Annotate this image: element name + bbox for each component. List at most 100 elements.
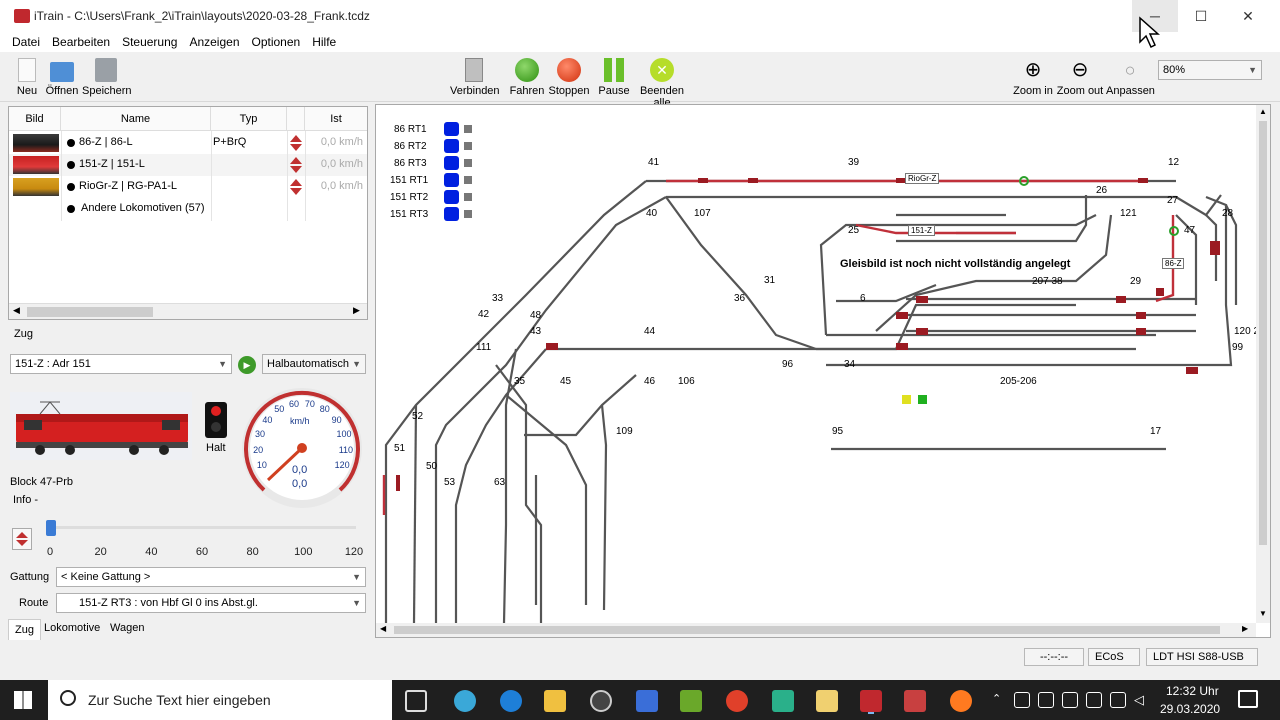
chevron-down-icon: ▼ — [352, 572, 361, 582]
gattung-label: Gattung — [10, 571, 50, 583]
save-button[interactable]: Speichern — [82, 58, 132, 97]
play-mode-button[interactable]: ▶ — [238, 356, 256, 374]
loco-tag: 151-Z — [908, 225, 935, 236]
app-icon[interactable] — [772, 690, 794, 712]
scroll-thumb[interactable] — [27, 307, 153, 317]
table-row[interactable]: 86-Z | 86-L P+BrQ 0,0 km/h — [9, 132, 367, 154]
track-diagram[interactable] — [376, 105, 1256, 624]
table-row[interactable]: 151-Z | 151-L 0,0 km/h — [9, 154, 367, 176]
loco-name: Andere Lokomotiven (57) — [81, 202, 205, 214]
slider-tick-label: 20 — [94, 546, 107, 558]
loco-thumbnail — [13, 134, 59, 152]
drive-button[interactable]: Fahren — [508, 58, 546, 97]
open-button[interactable]: Öffnen — [44, 58, 80, 97]
gauge-tick-label: 100 — [336, 428, 352, 439]
new-button[interactable]: Neu — [12, 58, 42, 97]
connect-button[interactable]: Verbinden — [450, 58, 500, 97]
direction-toggle-button[interactable] — [12, 528, 32, 550]
menu-bearbeiten[interactable]: Bearbeiten — [52, 35, 111, 49]
scroll-down-icon[interactable]: ▼ — [1259, 609, 1267, 618]
tray-icon[interactable] — [1014, 692, 1030, 708]
pause-label: Pause — [598, 85, 630, 97]
scroll-thumb[interactable] — [394, 626, 1220, 634]
menu-steuerung[interactable]: Steuerung — [122, 35, 178, 49]
direction-arrow-icon[interactable] — [289, 134, 303, 152]
task-view-icon[interactable] — [405, 690, 427, 712]
block-number-label: 53 — [444, 477, 456, 488]
col-header-picture[interactable]: Bild — [9, 107, 61, 131]
loco-tag: RioGr-Z — [905, 173, 940, 184]
scroll-thumb[interactable] — [1259, 121, 1267, 545]
block-number-label: 52 — [412, 411, 424, 422]
tray-icon[interactable] — [1086, 692, 1102, 708]
notification-icon[interactable] — [1238, 690, 1258, 708]
taskbar-search-input[interactable]: Zur Suche Text hier eingeben — [48, 680, 392, 720]
scroll-left-icon[interactable]: ◀ — [13, 305, 20, 315]
maximize-button[interactable]: ☐ — [1194, 8, 1208, 24]
gattung-select[interactable]: < Keine Gattung >▼ — [56, 567, 366, 587]
mode-value: Halbautomatisch — [267, 358, 349, 370]
zoom-out-button[interactable]: ⊖ Zoom out — [1056, 58, 1104, 97]
new-label: Neu — [16, 85, 38, 97]
tab-lokomotive[interactable]: Lokomotive — [44, 622, 101, 634]
scroll-right-icon[interactable]: ▶ — [1242, 624, 1249, 633]
ecos-status[interactable]: ECoS — [1088, 648, 1140, 666]
table-row[interactable]: RioGr-Z | RG-PA1-L 0,0 km/h — [9, 176, 367, 198]
ldt-status[interactable]: LDT HSI S88-USB — [1146, 648, 1258, 666]
tab-zug[interactable]: Zug — [8, 619, 41, 640]
tray-icon[interactable] — [1038, 692, 1054, 708]
fit-button[interactable]: ○ Anpassen — [1106, 58, 1155, 97]
chrome-icon[interactable] — [726, 690, 748, 712]
end-all-x-icon: ✕ — [650, 58, 674, 82]
network-icon[interactable] — [1110, 692, 1126, 708]
menu-hilfe[interactable]: Hilfe — [312, 35, 337, 49]
firefox-icon[interactable] — [950, 690, 972, 712]
windows-start-icon[interactable] — [14, 691, 32, 709]
loco-speed: 0,0 km/h — [320, 180, 363, 192]
edge-icon[interactable] — [500, 690, 522, 712]
tray-icon[interactable] — [1062, 692, 1078, 708]
app-icon[interactable] — [590, 690, 612, 712]
direction-arrow-icon[interactable] — [289, 156, 303, 174]
col-header-speed[interactable]: Ist — [305, 107, 367, 131]
app-icon[interactable] — [904, 690, 926, 712]
col-header-name[interactable]: Name — [61, 107, 211, 131]
close-button[interactable]: ✕ — [1242, 8, 1254, 24]
slider-thumb[interactable] — [46, 520, 56, 536]
tray-chevron-up-icon[interactable]: ⌃ — [992, 693, 1002, 705]
table-row[interactable]: Andere Lokomotiven (57) — [9, 198, 367, 220]
app-icon[interactable] — [680, 690, 702, 712]
stop-button[interactable]: Stoppen — [548, 58, 590, 97]
horizontal-scrollbar[interactable]: ◀ ▶ — [9, 303, 367, 319]
menu-datei[interactable]: Datei — [12, 35, 41, 49]
speaker-icon[interactable]: ◁ — [1134, 692, 1144, 707]
vertical-scrollbar[interactable]: ▲ ▼ — [1256, 105, 1270, 623]
tab-wagen[interactable]: Wagen — [110, 622, 145, 634]
itrain-taskbar-icon[interactable] — [860, 690, 882, 712]
scroll-right-icon[interactable]: ▶ — [353, 305, 360, 315]
mode-select[interactable]: Halbautomatisch▼ — [262, 354, 366, 374]
app-icon[interactable] — [816, 690, 838, 712]
scroll-left-icon[interactable]: ◀ — [380, 624, 387, 633]
col-header-type[interactable]: Typ — [211, 107, 287, 131]
file-explorer-icon[interactable] — [544, 690, 566, 712]
globe-icon[interactable] — [454, 690, 476, 712]
zoom-in-button[interactable]: ⊕ Zoom in — [1012, 58, 1054, 97]
green-light-icon — [515, 58, 539, 82]
scroll-up-icon[interactable]: ▲ — [1259, 107, 1267, 116]
end-all-button[interactable]: ✕ Beenden alle — [632, 58, 692, 109]
menu-optionen[interactable]: Optionen — [251, 35, 301, 49]
gauge-tick-label: 30 — [254, 428, 265, 439]
slider-tick-label: 0 — [46, 546, 54, 558]
route-select[interactable]: 151-Z RT3 : von Hbf Gl 0 ins Abst.gl.▼ — [56, 593, 366, 613]
loco-select[interactable]: 151-Z : Adr 151▼ — [10, 354, 232, 374]
tab-zug-top[interactable]: Zug — [14, 328, 33, 340]
speed-slider[interactable] — [46, 520, 356, 544]
horizontal-scrollbar[interactable]: ◀ ▶ — [376, 623, 1256, 637]
app-icon[interactable] — [636, 690, 658, 712]
zoom-select[interactable]: 80%▼ — [1158, 60, 1262, 80]
pause-button[interactable]: Pause — [598, 58, 630, 97]
menu-anzeigen[interactable]: Anzeigen — [189, 35, 240, 49]
direction-arrow-icon[interactable] — [289, 178, 303, 196]
